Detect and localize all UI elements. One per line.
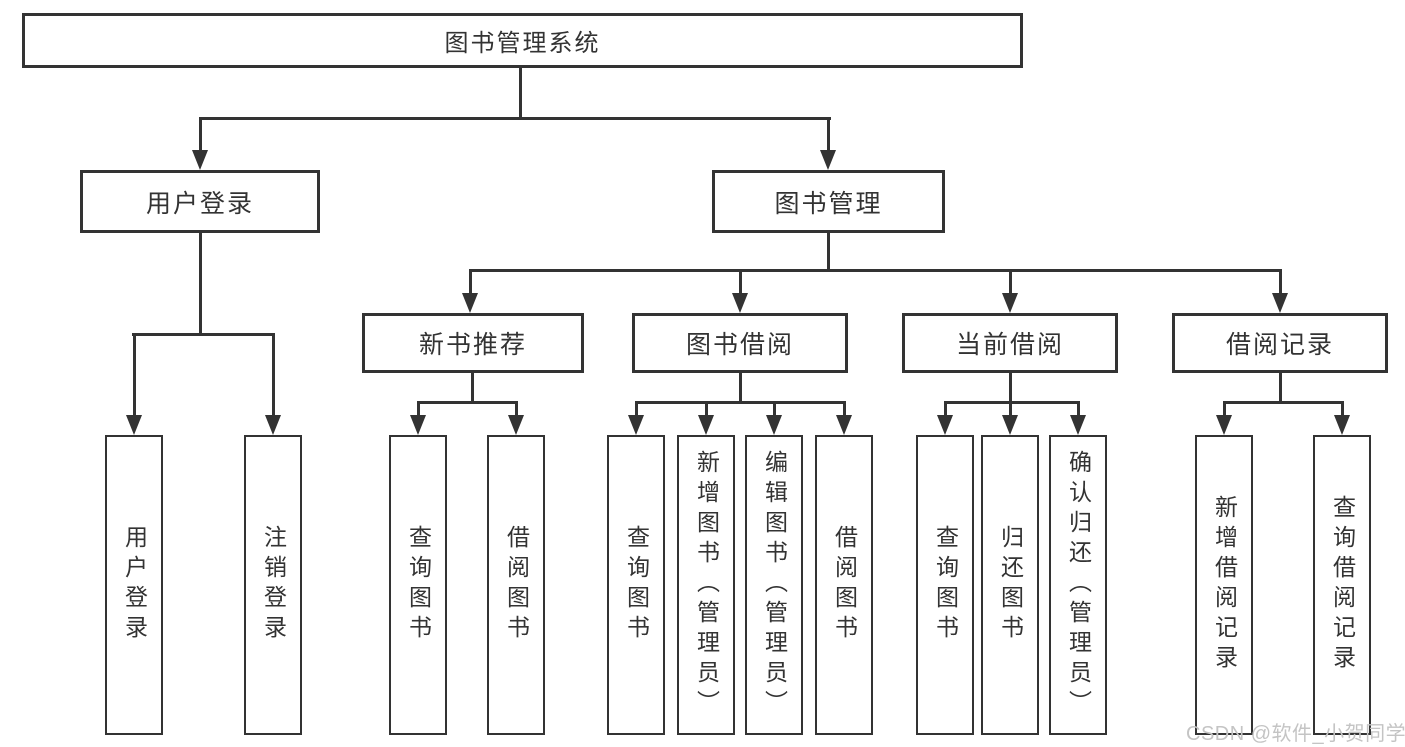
- connector-line: [827, 117, 830, 152]
- node-label: 图书管理: [774, 189, 883, 218]
- node-label: 图书管理系统: [444, 30, 601, 57]
- node-label: 编辑图书（管理员）: [761, 450, 788, 720]
- node-label: 归还图书: [997, 525, 1024, 645]
- connector-line: [1077, 401, 1080, 417]
- connector-line: [827, 233, 830, 272]
- arrow-down-icon: [1272, 293, 1288, 313]
- connector-line: [1279, 373, 1282, 404]
- node-label: 用户登录: [121, 525, 148, 645]
- connector-line: [132, 333, 275, 336]
- node-label: 图书借阅: [685, 331, 794, 359]
- connector-line: [1223, 401, 1226, 417]
- leaf-logout: 注销登录: [244, 435, 302, 735]
- connector-line: [519, 68, 522, 119]
- connector-line: [471, 373, 474, 404]
- arrow-down-icon: [732, 293, 748, 313]
- leaf-add-books-admin: 新增图书（管理员）: [677, 435, 735, 735]
- connector-line: [469, 269, 472, 295]
- node-label: 借阅图书: [831, 525, 858, 645]
- arrow-down-icon: [1334, 415, 1350, 435]
- leaf-query-books: 查询图书: [607, 435, 665, 735]
- arrow-down-icon: [1002, 415, 1018, 435]
- node-label: 确认归还（管理员）: [1065, 450, 1092, 720]
- node-label: 查询图书: [623, 525, 650, 645]
- leaf-return-books: 归还图书: [981, 435, 1039, 735]
- node-book-borrow: 图书借阅: [632, 313, 848, 373]
- arrow-down-icon: [820, 150, 836, 170]
- arrow-down-icon: [937, 415, 953, 435]
- arrow-down-icon: [410, 415, 426, 435]
- node-user-login: 用户登录: [80, 170, 320, 233]
- arrow-down-icon: [1002, 293, 1018, 313]
- leaf-query-books: 查询图书: [916, 435, 974, 735]
- node-borrow-records: 借阅记录: [1172, 313, 1388, 373]
- arrow-down-icon: [126, 415, 142, 435]
- connector-line: [133, 333, 136, 416]
- connector-line: [635, 401, 638, 417]
- node-label: 查询图书: [932, 525, 959, 645]
- arrow-down-icon: [265, 415, 281, 435]
- connector-line: [1009, 401, 1012, 417]
- leaf-edit-books-admin: 编辑图书（管理员）: [745, 435, 803, 735]
- leaf-confirm-return-admin: 确认归还（管理员）: [1049, 435, 1107, 735]
- connector-line: [199, 117, 831, 120]
- node-current-borrow: 当前借阅: [902, 313, 1118, 373]
- connector-line: [705, 401, 708, 417]
- node-label: 用户登录: [145, 189, 254, 218]
- node-label: 新增图书（管理员）: [693, 450, 720, 720]
- connector-line: [944, 401, 947, 417]
- node-book-management: 图书管理: [712, 170, 945, 233]
- connector-line: [1009, 373, 1012, 404]
- node-label: 查询图书: [405, 525, 432, 645]
- leaf-borrow-books: 借阅图书: [487, 435, 545, 735]
- arrow-down-icon: [698, 415, 714, 435]
- connector-line: [515, 401, 518, 417]
- node-new-book-recommend: 新书推荐: [362, 313, 584, 373]
- arrow-down-icon: [1216, 415, 1232, 435]
- node-label: 新增借阅记录: [1211, 495, 1238, 675]
- arrow-down-icon: [836, 415, 852, 435]
- node-label: 借阅图书: [503, 525, 530, 645]
- connector-line: [843, 401, 846, 417]
- arrow-down-icon: [508, 415, 524, 435]
- leaf-user-login: 用户登录: [105, 435, 163, 735]
- connector-line: [739, 373, 742, 404]
- connector-line: [199, 117, 202, 152]
- node-label: 注销登录: [260, 525, 287, 645]
- leaf-borrow-books: 借阅图书: [815, 435, 873, 735]
- connector-line: [469, 269, 1282, 272]
- leaf-add-borrow-record: 新增借阅记录: [1195, 435, 1253, 735]
- csdn-watermark: CSDN @软件_小贺同学: [1186, 723, 1405, 745]
- connector-line: [739, 269, 742, 295]
- node-library-system: 图书管理系统: [22, 13, 1023, 68]
- connector-line: [1223, 401, 1343, 404]
- arrow-down-icon: [766, 415, 782, 435]
- connector-line: [1341, 401, 1344, 417]
- connector-line: [272, 333, 275, 416]
- connector-line: [1009, 269, 1012, 295]
- connector-line: [417, 401, 518, 404]
- connector-line: [1279, 269, 1282, 295]
- arrow-down-icon: [628, 415, 644, 435]
- node-label: 查询借阅记录: [1329, 495, 1356, 675]
- leaf-query-books: 查询图书: [389, 435, 447, 735]
- node-label: 当前借阅: [955, 331, 1064, 359]
- connector-line: [417, 401, 420, 417]
- connector-line: [635, 401, 845, 404]
- node-label: 借阅记录: [1225, 331, 1334, 359]
- connector-line: [773, 401, 776, 417]
- arrow-down-icon: [192, 150, 208, 170]
- node-label: 新书推荐: [418, 331, 527, 359]
- arrow-down-icon: [462, 293, 478, 313]
- connector-line: [199, 233, 202, 336]
- arrow-down-icon: [1070, 415, 1086, 435]
- leaf-query-borrow-record: 查询借阅记录: [1313, 435, 1371, 735]
